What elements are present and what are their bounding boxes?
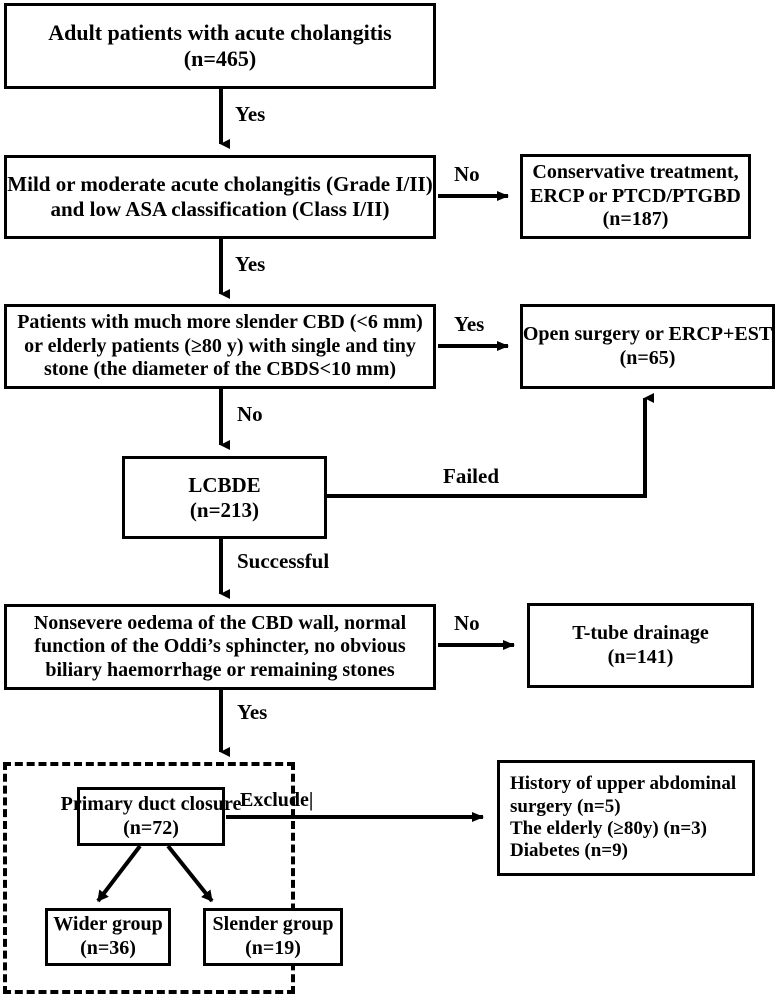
slender-group-line1: Slender group: [212, 913, 334, 936]
t-tube-line2: (n=141): [607, 645, 674, 668]
oedema-oddi-decision-box[interactable]: Nonsevere oedema of the CBD wall, normal…: [4, 604, 436, 690]
primary-duct-closure-box[interactable]: Primary duct closure (n=72): [61, 787, 241, 846]
exclusion-line2: surgery (n=5): [510, 795, 621, 817]
lcbde-line1: LCBDE: [188, 472, 261, 497]
edge-label-no-oedema-to-ttube: No: [454, 611, 480, 635]
exclusion-line3: The elderly (≥80y) (n=3): [510, 818, 707, 839]
conservative-treatment-line2: ERCP or PTCD/PTGBD: [530, 184, 741, 207]
slender-cbd-decision-line2: or elderly patients (≥80 y) with single …: [24, 334, 416, 357]
slender-cbd-elderly-decision-box[interactable]: Patients with much more slender CBD (<6 …: [4, 304, 436, 389]
edge-label-yes-severity-to-cbd: Yes: [235, 252, 266, 276]
edge-label-no-cbd-to-lcbde: No: [237, 402, 263, 426]
adult-patients-cohort-line2: (n=465): [183, 46, 257, 71]
oedema-decision-line1: Nonsevere oedema of the CBD wall, normal: [33, 611, 407, 634]
slender-group-box[interactable]: Slender group (n=19): [203, 908, 343, 966]
t-tube-drainage-box[interactable]: T-tube drainage (n=141): [527, 603, 754, 688]
slender-group-line2: (n=19): [245, 937, 301, 959]
conservative-treatment-line1: Conservative treatment,: [532, 161, 739, 184]
edge-label-exclude-closure-to-exclusions: Exclude|: [240, 789, 314, 811]
severity-asa-decision-box[interactable]: Mild or moderate acute cholangitis (Grad…: [4, 155, 436, 239]
conservative-treatment-box[interactable]: Conservative treatment, ERCP or PTCD/PTG…: [520, 154, 751, 239]
lcbde-line2: (n=213): [189, 497, 260, 522]
oedema-decision-line3: biliary haemorrhage or remaining stones: [45, 658, 395, 681]
open-surgery-ercp-est-box[interactable]: Open surgery or ERCP+EST (n=65): [520, 304, 775, 389]
wider-group-line2: (n=36): [80, 937, 136, 959]
exclusion-criteria-box[interactable]: History of upper abdominal surgery (n=5)…: [497, 760, 755, 876]
exclusion-line1: History of upper abdominal: [510, 773, 737, 795]
slender-cbd-decision-line3: stone (the diameter of the CBDS<10 mm): [43, 358, 397, 381]
lcbde-box[interactable]: LCBDE (n=213): [122, 456, 327, 539]
edge-label-yes-cohort-to-severity: Yes: [235, 102, 266, 126]
adult-patients-cohort-box[interactable]: Adult patients with acute cholangitis (n…: [4, 3, 436, 89]
wider-group-box[interactable]: Wider group (n=36): [45, 908, 171, 966]
primary-duct-closure-line1: Primary duct closure: [60, 792, 242, 815]
open-surgery-line2: (n=65): [619, 346, 676, 369]
severity-asa-decision-line2: and low ASA classification (Class I/II): [50, 197, 390, 221]
edge-label-no-severity-to-conservative: No: [454, 162, 480, 186]
conservative-treatment-line3: (n=187): [602, 208, 669, 231]
adult-patients-cohort-line1: Adult patients with acute cholangitis: [48, 20, 392, 46]
primary-closure-group-region: [3, 762, 295, 994]
edge-label-yes-cbd-to-open-surgery: Yes: [454, 312, 485, 336]
exclusion-line4: Diabetes (n=9): [510, 840, 628, 862]
t-tube-line1: T-tube drainage: [572, 621, 709, 644]
edge-label-yes-oedema-to-closure: Yes: [237, 700, 268, 724]
wider-group-line1: Wider group: [53, 913, 163, 936]
oedema-decision-line2: function of the Oddi’s sphincter, no obv…: [34, 635, 406, 658]
open-surgery-line1: Open surgery or ERCP+EST: [522, 322, 773, 345]
severity-asa-decision-line1: Mild or moderate acute cholangitis (Grad…: [7, 172, 433, 197]
primary-duct-closure-line2: (n=72): [123, 816, 179, 839]
slender-cbd-decision-line1: Patients with much more slender CBD (<6 …: [17, 311, 423, 334]
edge-label-failed-lcbde-to-open-surgery: Failed: [443, 464, 499, 488]
edge-label-successful-lcbde-to-oedema: Successful: [237, 549, 330, 573]
